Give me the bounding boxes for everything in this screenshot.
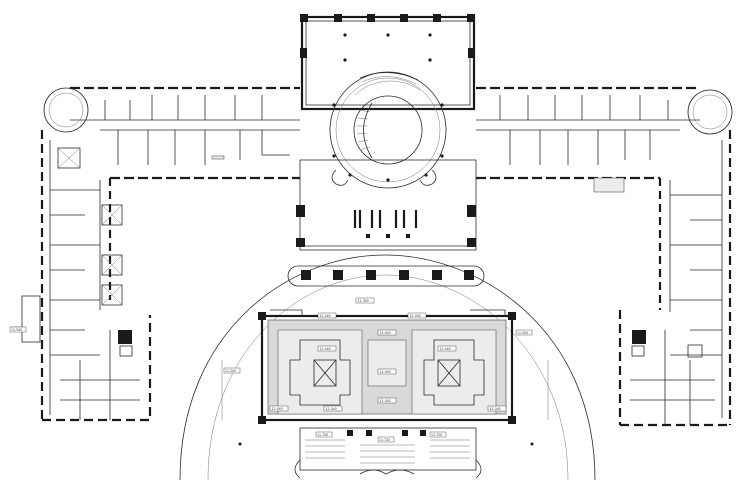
- colonnade: [287, 265, 485, 287]
- tag-stair-center: 11.720: [377, 436, 395, 443]
- tag-hall-bottom-left: 12.040: [269, 405, 289, 412]
- east-wing: [476, 86, 733, 193]
- great-hall: [258, 309, 516, 424]
- svg-text:11.720: 11.720: [317, 433, 328, 437]
- tag-hall-bottom-center: 12.040: [323, 405, 343, 412]
- tag-hall-top: 11.350: [355, 297, 375, 304]
- tag-hall-left-1: 12.040: [317, 312, 337, 319]
- tag-hall-center-1: 12.040: [377, 329, 397, 336]
- central-tower: [300, 14, 476, 111]
- west-wing: [43, 86, 300, 180]
- svg-text:11.500: 11.500: [11, 328, 22, 332]
- svg-text:11.720: 11.720: [379, 438, 390, 442]
- entrance-stairs: [238, 427, 534, 479]
- west-side-wing: [11, 130, 152, 422]
- tag-forecourt-left: 11.200: [223, 367, 241, 374]
- rotunda: [329, 71, 447, 189]
- tag-hall-bottom-right: 12.040: [487, 405, 507, 412]
- svg-text:12.040: 12.040: [320, 314, 331, 318]
- svg-text:12.040: 12.040: [410, 314, 421, 318]
- forecourt-outline: [179, 254, 596, 481]
- tag-stair-left: 11.720: [315, 431, 333, 438]
- svg-text:11.200: 11.200: [225, 369, 236, 373]
- tag-east-wing-side: 11.500: [515, 329, 533, 336]
- east-side-wing: [618, 130, 732, 427]
- tag-hall-left-2: 12.040: [317, 345, 337, 352]
- tag-hall-main: 12.040: [377, 397, 397, 404]
- svg-text:11.500: 11.500: [517, 331, 528, 335]
- svg-text:12.040: 12.040: [380, 331, 391, 335]
- elevation-tags: 11.350 12.040 12.040 12.040 12.040 12.04…: [9, 297, 533, 443]
- tag-stair-right: 11.720: [429, 431, 447, 438]
- svg-text:12.040: 12.040: [326, 407, 337, 411]
- svg-text:12.040: 12.040: [490, 407, 501, 411]
- svg-text:12.040: 12.040: [440, 347, 451, 351]
- tag-hall-center-2: 12.040: [377, 368, 397, 375]
- tag-hall-right-2: 12.040: [437, 345, 457, 352]
- svg-text:12.040: 12.040: [272, 407, 283, 411]
- svg-text:12.040: 12.040: [380, 399, 391, 403]
- central-portico: [296, 159, 477, 251]
- svg-text:11.720: 11.720: [431, 433, 442, 437]
- tag-hall-right-1: 12.040: [407, 312, 427, 319]
- svg-text:12.040: 12.040: [380, 370, 391, 374]
- tag-west-wing: 11.500: [9, 326, 27, 333]
- svg-text:12.040: 12.040: [320, 347, 331, 351]
- svg-text:11.350: 11.350: [358, 299, 369, 303]
